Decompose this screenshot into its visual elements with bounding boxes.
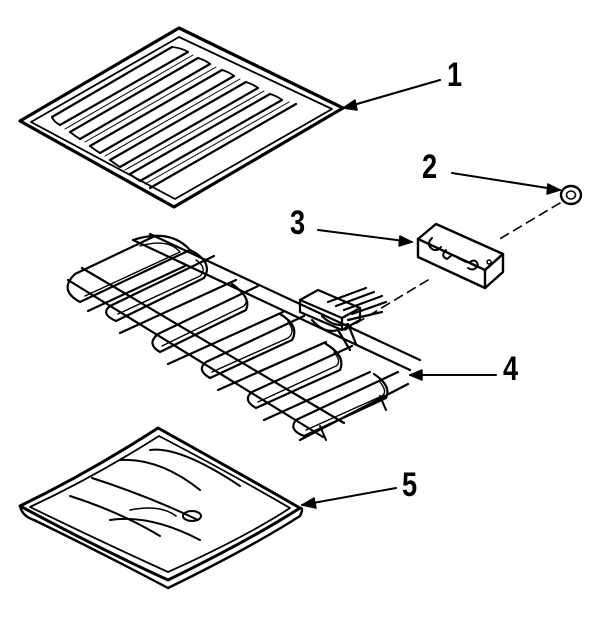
leader-line-3 [317, 229, 413, 247]
callout-number-1: 1 [447, 56, 463, 94]
leader-line-2 [451, 172, 561, 195]
leader-line-5 [301, 487, 397, 509]
callout-number-2: 2 [422, 148, 438, 186]
assembly-dashed-line [344, 202, 561, 331]
leader-line-1 [341, 78, 442, 111]
broil-pan [18, 426, 304, 590]
callout-number-5: 5 [402, 466, 418, 504]
callout-number-3: 3 [290, 204, 306, 242]
bake-element [66, 232, 422, 442]
terminal-block [416, 222, 505, 290]
leader-line-4 [409, 369, 497, 381]
terminal-nut [559, 184, 583, 206]
callout-number-4: 4 [503, 350, 519, 388]
broil-pan-grid [18, 26, 345, 209]
